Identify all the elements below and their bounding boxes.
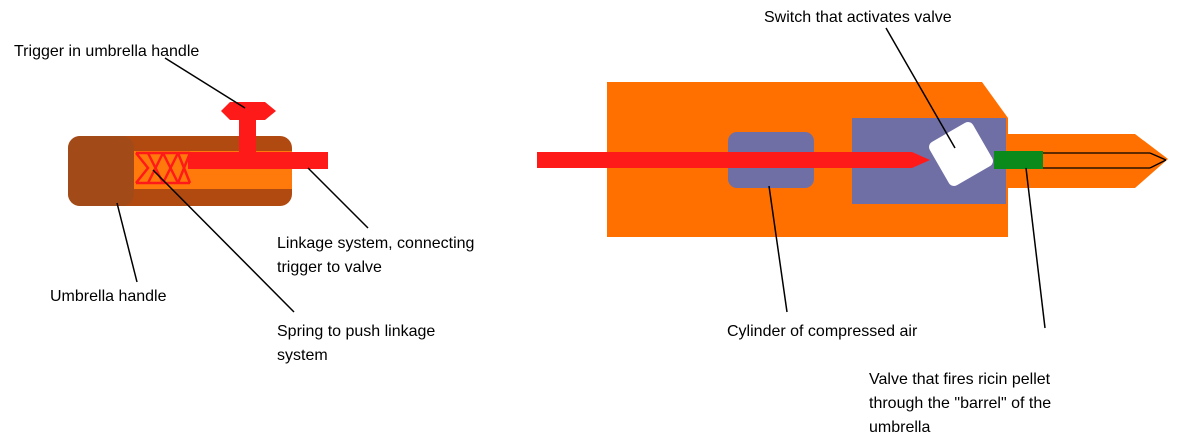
label-linkage-line1: Linkage system, connecting	[277, 235, 474, 252]
leader-switch	[885, 27, 956, 149]
umbrella-barrel-tip	[1005, 134, 1168, 188]
umbrella-tip-group	[537, 82, 1168, 237]
label-trigger: Trigger in umbrella handle	[14, 43, 199, 60]
label-valve-line3: umbrella	[869, 419, 930, 436]
trigger-stem	[239, 112, 256, 154]
label-switch: Switch that activates valve	[764, 9, 952, 26]
trigger	[221, 102, 276, 120]
leader-cylinder	[768, 185, 788, 313]
barrel-line-tip-2	[1149, 159, 1167, 169]
leader-linkage	[307, 167, 369, 229]
linkage-rod-left	[188, 152, 328, 169]
labels: Trigger in umbrella handle Linkage syste…	[14, 9, 1051, 436]
barrel-line-tip	[1149, 152, 1167, 161]
leader-spring	[152, 169, 295, 313]
label-cylinder: Cylinder of compressed air	[727, 323, 918, 340]
valve	[994, 151, 1043, 169]
label-valve-line1: Valve that fires ricin pellet	[869, 371, 1051, 388]
label-linkage-line2: trigger to valve	[277, 259, 382, 276]
linkage-rod-right	[537, 152, 930, 168]
label-spring-line1: Spring to push linkage	[277, 323, 435, 340]
label-spring-line2: system	[277, 347, 328, 364]
leader-lines	[116, 27, 1046, 329]
umbrella-handle-shading	[68, 136, 134, 206]
leader-handle	[116, 202, 138, 283]
label-valve-line2: through the "barrel" of the	[869, 395, 1051, 412]
leader-valve	[1025, 167, 1046, 329]
switch	[929, 122, 993, 186]
leader-trigger	[164, 57, 246, 109]
umbrella-handle-group	[68, 102, 328, 206]
label-umbrella-handle: Umbrella handle	[50, 288, 167, 305]
